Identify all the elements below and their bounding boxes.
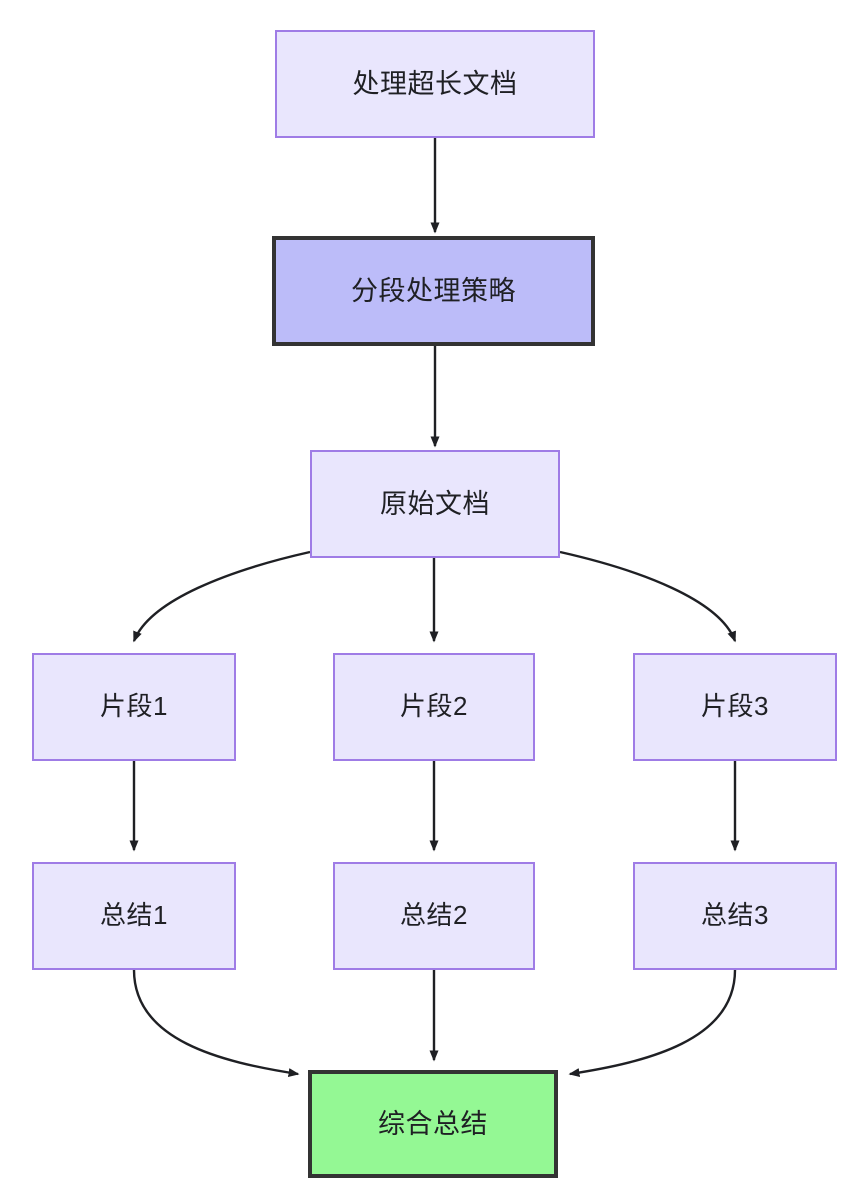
node-label: 片段2 (400, 691, 468, 722)
node-label: 总结1 (100, 900, 168, 931)
node-label: 处理超长文档 (352, 68, 518, 99)
node-label: 片段1 (100, 691, 168, 722)
node-label: 分段处理策略 (351, 275, 516, 306)
node-original-document[interactable]: 原始文档 (310, 450, 560, 558)
edge-n9-to-n10 (568, 969, 737, 1078)
node-label: 总结2 (400, 900, 468, 931)
node-fragment-2[interactable]: 片段2 (333, 653, 535, 761)
edge-n3-to-n4 (132, 550, 311, 643)
node-chunking-strategy[interactable]: 分段处理策略 (272, 236, 595, 346)
node-fragment-3[interactable]: 片段3 (633, 653, 837, 761)
edge-n3-to-n6 (559, 550, 737, 643)
node-summary-3[interactable]: 总结3 (633, 862, 837, 970)
edge-n7-to-n10 (132, 969, 300, 1078)
node-summary-1[interactable]: 总结1 (32, 862, 236, 970)
node-comprehensive-summary[interactable]: 综合总结 (308, 1070, 558, 1178)
node-label: 原始文档 (380, 488, 490, 519)
node-process-long-document[interactable]: 处理超长文档 (275, 30, 595, 138)
node-fragment-1[interactable]: 片段1 (32, 653, 236, 761)
node-label: 总结3 (701, 900, 769, 931)
node-label: 片段3 (701, 691, 769, 722)
node-summary-2[interactable]: 总结2 (333, 862, 535, 970)
node-label: 综合总结 (378, 1108, 488, 1139)
